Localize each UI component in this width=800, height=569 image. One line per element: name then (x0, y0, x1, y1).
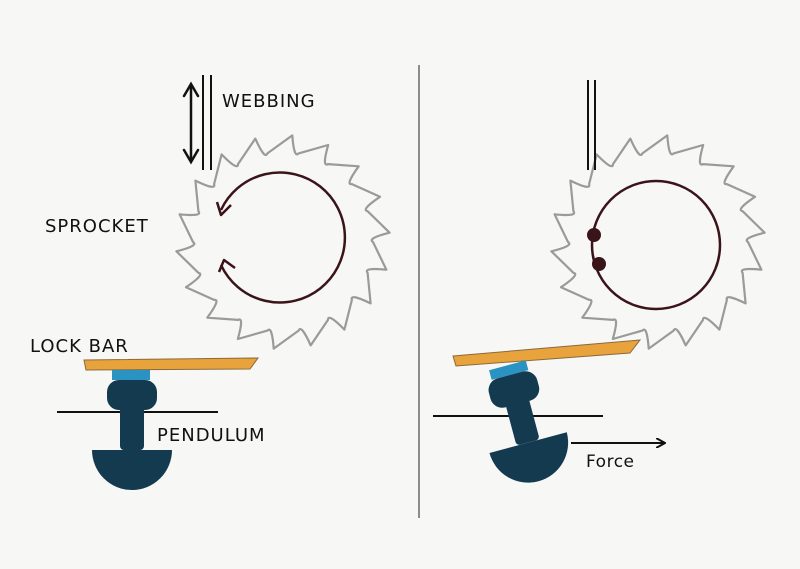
webbing-left (202, 75, 212, 170)
right-panel-locked: Force (433, 80, 766, 483)
pendulum-left (92, 380, 172, 490)
pendulum-label: PENDULUM (157, 425, 266, 446)
stop-dot-top (587, 228, 601, 242)
webbing-motion-arrow (182, 81, 200, 165)
rotation-arrowhead-bottom (217, 258, 236, 273)
lock-bar-right (452, 339, 642, 367)
force-label: Force (586, 452, 635, 472)
stop-dot-bottom (592, 257, 606, 271)
lock-bar-label: LOCK BAR (30, 336, 129, 357)
sprocket-label: SPROCKET (45, 216, 149, 237)
lock-bar-left (83, 357, 259, 371)
sprocket-left (175, 134, 391, 350)
webbing-right (587, 80, 596, 170)
rotation-arrowhead-top (215, 201, 232, 217)
sprocket-right (550, 134, 766, 350)
pendulum-right (488, 360, 569, 483)
rotation-arrow (219, 171, 347, 304)
webbing-label: WEBBING (222, 91, 316, 112)
pivot-left (112, 370, 150, 380)
left-panel-unlocked: WEBBING SPROCKET LOCK BAR PENDULUM (30, 75, 391, 490)
inner-circle-right (590, 179, 722, 311)
